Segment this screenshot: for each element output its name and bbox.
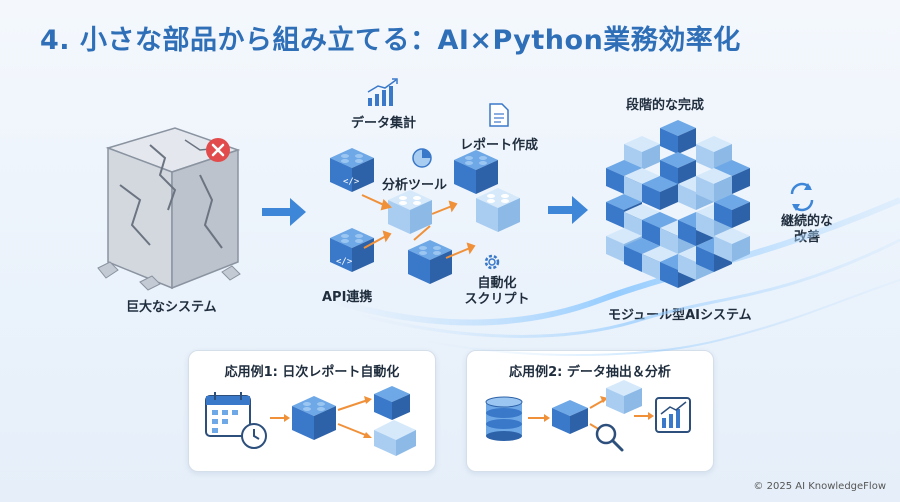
label-report-creation: レポート作成 [460,138,539,153]
ex1-block-icon [292,396,336,440]
ex1-output-slab [374,420,416,456]
label-stepwise-completion: 段階的な完成 [626,98,705,113]
example-card-2-title: 応用例2: データ抽出＆分析 [509,365,671,380]
copyright: © 2025 AI KnowledgeFlow [753,481,886,492]
ex1-output-block [374,386,410,420]
magnifier-icon [595,423,624,452]
refresh-icon [790,182,814,212]
calendar-clock-icon [205,392,267,449]
example-card-1-title: 応用例1: 日次レポート自動化 [224,365,400,380]
label-analysis-tool: 分析ツール [382,178,448,193]
ex2-output-block [606,380,642,414]
svg-text:</>: </> [336,257,353,267]
error-x-icon [206,138,230,162]
ex2-block-icon [552,400,588,434]
svg-text:</>: </> [343,177,360,187]
modular-cube-icon [606,120,750,288]
growth-chart-icon [655,397,691,433]
monolith-label: 巨大なシステム [126,300,217,315]
module-blocks: </> </> [330,148,520,284]
arrow-right-icon-2 [548,196,588,224]
label-automation-script: 自動化 スクリプト [464,276,530,307]
bar-chart-icon [367,78,398,106]
light-swoosh [329,197,900,326]
pie-chart-icon [412,148,432,168]
monolith-icon [97,127,241,291]
arrow-right-icon [262,198,306,226]
database-icon [485,396,523,441]
label-data-aggregation: データ集計 [351,116,417,131]
gear-icon [484,254,500,270]
page-title: 4. 小さな部品から組み立てる：AI×Python業務効率化 [40,25,741,56]
document-icon [489,103,509,127]
connector-arrows [361,194,476,259]
